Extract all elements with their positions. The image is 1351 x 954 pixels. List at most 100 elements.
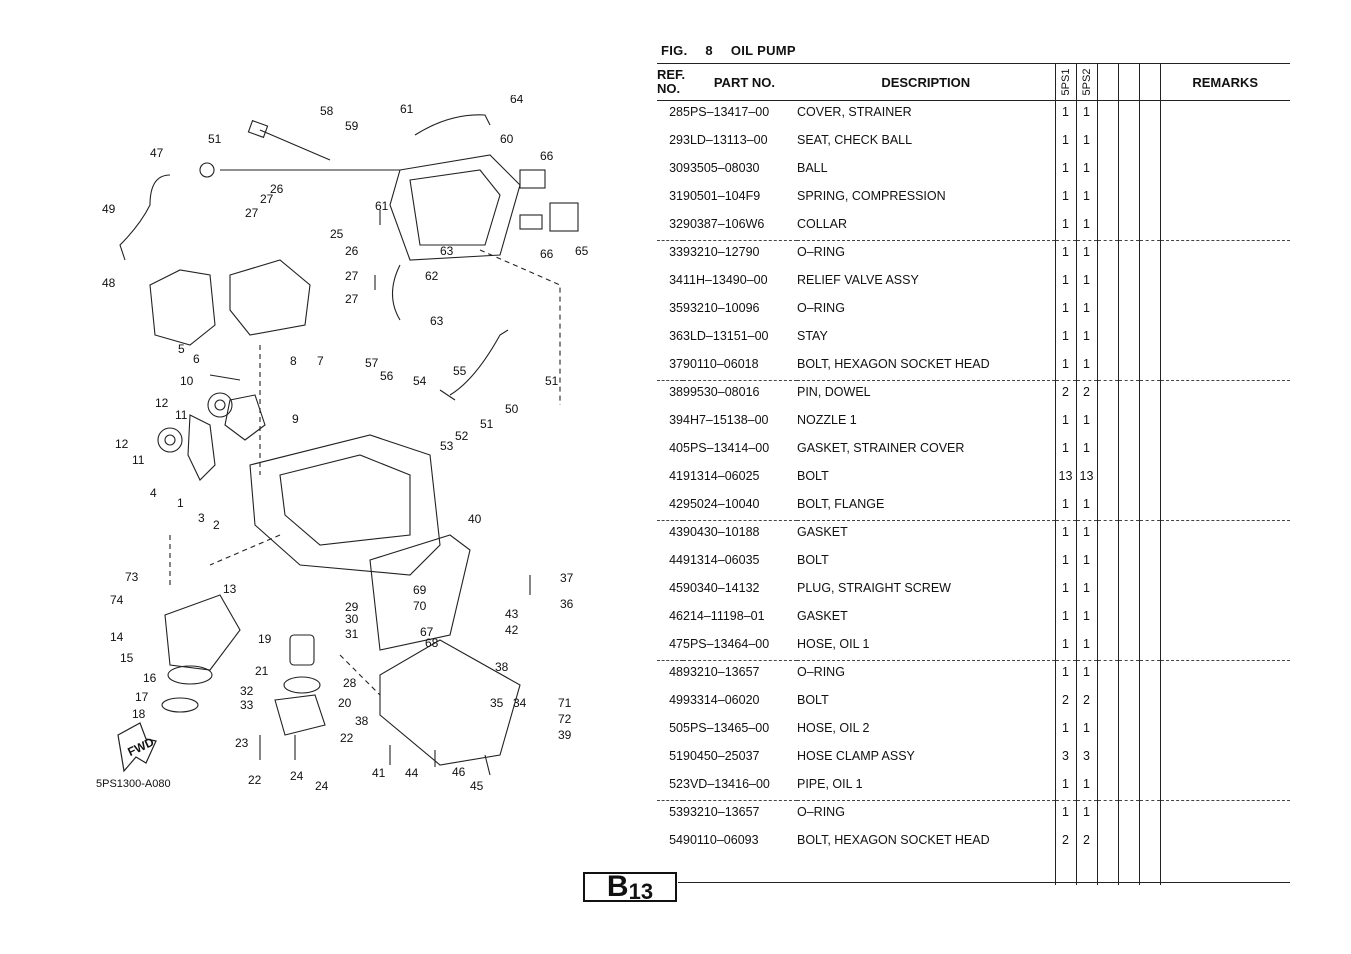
- col-model-1: 5PS1: [1054, 63, 1076, 101]
- cell-blank: [1138, 464, 1160, 493]
- cell-qty-2: 1: [1075, 128, 1097, 157]
- cell-blank: [1096, 548, 1118, 577]
- cell-remarks: [1159, 800, 1290, 829]
- cell-desc: PLUG, STRAIGHT SCREW: [797, 580, 951, 595]
- cell-qty-1: 1: [1054, 800, 1076, 829]
- cell-qty-1: 1: [1054, 520, 1076, 549]
- cell-desc: BOLT, FLANGE: [797, 496, 885, 511]
- cell-part: 93210–10096: [683, 300, 760, 315]
- cell-blank: [1117, 240, 1139, 269]
- callout-number: 61: [400, 102, 414, 116]
- cell-blank: [1096, 240, 1118, 269]
- cell-blank: [1138, 548, 1160, 577]
- cell-blank: [1117, 688, 1139, 717]
- cell-qty-1: 1: [1054, 632, 1076, 661]
- callout-number: 40: [468, 512, 482, 526]
- callout-number: 61: [375, 199, 389, 213]
- cell-ref: 50: [669, 720, 683, 735]
- cell-blank: [1117, 184, 1139, 213]
- callout-number: 60: [500, 132, 514, 146]
- cell-ref: 39: [669, 412, 683, 427]
- cell-blank: [1138, 744, 1160, 773]
- page-tag-number: 13: [628, 879, 654, 904]
- cell-desc: NOZZLE 1: [797, 412, 857, 427]
- cell-blank: [1096, 212, 1118, 241]
- callout-number: 38: [495, 660, 509, 674]
- callout-number: 67: [420, 625, 434, 639]
- cell-qty-2: 1: [1075, 492, 1097, 521]
- callout-number: 59: [345, 119, 359, 133]
- cell-ref: 44: [669, 552, 683, 567]
- cell-qty-1: 1: [1054, 436, 1076, 465]
- cell-spacer: [1117, 856, 1139, 885]
- cell-qty-2: 1: [1075, 436, 1097, 465]
- cell-part: 90110–06018: [683, 356, 759, 371]
- callout-number: 11: [175, 408, 188, 422]
- cell-blank: [1096, 716, 1118, 745]
- cell-blank: [1117, 772, 1139, 801]
- cell-blank: [1117, 548, 1139, 577]
- callout-number: 46: [452, 765, 466, 779]
- cell-blank: [1096, 520, 1118, 549]
- callout-number: 27: [345, 269, 359, 283]
- cell-part: 93314–06020: [683, 692, 760, 707]
- figure-title: FIG. 8 OIL PUMP: [661, 43, 810, 58]
- cell-remarks: [1159, 408, 1290, 437]
- cell-part: 90450–25037: [683, 748, 760, 763]
- col-ref-no: REF. NO.: [657, 63, 685, 101]
- cell-desc: STAY: [797, 328, 828, 343]
- cell-blank: [1138, 240, 1160, 269]
- cell-spacer: [683, 857, 797, 885]
- cell-qty-1: 1: [1054, 212, 1076, 241]
- cell-blank: [1117, 744, 1139, 773]
- cell-ref: 49: [669, 692, 683, 707]
- cell-blank: [1138, 352, 1160, 381]
- cell-desc: GASKET: [797, 520, 1055, 549]
- callout-number: 14: [110, 630, 124, 644]
- cell-part: 93210–13657: [683, 660, 797, 689]
- cell-qty-1: 1: [1054, 604, 1076, 633]
- cell-qty-2: 1: [1075, 604, 1097, 633]
- cell-part: 5PS–13414–00: [683, 440, 770, 455]
- cell-remarks: [1159, 128, 1290, 157]
- cell-qty-2: 1: [1075, 408, 1097, 437]
- cell-qty-1: 13: [1054, 464, 1076, 493]
- cell-qty-1: 1: [1054, 548, 1076, 577]
- callout-number: 51: [480, 417, 494, 431]
- cell-blank: [1096, 184, 1118, 213]
- callout-number: 73: [125, 570, 139, 584]
- fig-name: OIL PUMP: [730, 43, 796, 58]
- cell-remarks: [1159, 632, 1290, 661]
- cell-qty-1: 2: [1054, 380, 1076, 409]
- cell-blank: [1117, 660, 1139, 689]
- callout-number: 2: [213, 518, 220, 532]
- callout-number: 44: [405, 766, 419, 780]
- col-blank-2: [1117, 63, 1139, 101]
- fwd-arrow-icon: FWD: [117, 722, 157, 773]
- cell-blank: [1117, 128, 1139, 157]
- callout-number: 32: [240, 684, 254, 698]
- cell-part: 99530–08016: [683, 380, 797, 409]
- cell-desc: BOLT, HEXAGON SOCKET HEAD: [797, 356, 990, 371]
- cell-qty-1: 1: [1054, 128, 1076, 157]
- cell-part: 90340–14132: [683, 580, 760, 595]
- cell-desc: GASKET, STRAINER COVER: [797, 440, 965, 455]
- cell-blank: [1117, 800, 1139, 829]
- cell-remarks: [1159, 296, 1290, 325]
- cell-desc: COLLAR: [797, 216, 848, 231]
- page-tag-letter: B: [606, 870, 629, 903]
- cell-qty-2: 1: [1075, 576, 1097, 605]
- cell-qty-2: 1: [1075, 212, 1097, 241]
- cell-part: 3VD–13416–00: [683, 776, 770, 791]
- cell-ref: 35: [669, 300, 683, 315]
- col-description: DESCRIPTION: [797, 63, 1055, 101]
- callout-number: 27: [260, 192, 274, 206]
- cell-qty-2: 2: [1075, 380, 1097, 409]
- cell-qty-1: 1: [1054, 156, 1076, 185]
- cell-blank: [1138, 156, 1160, 185]
